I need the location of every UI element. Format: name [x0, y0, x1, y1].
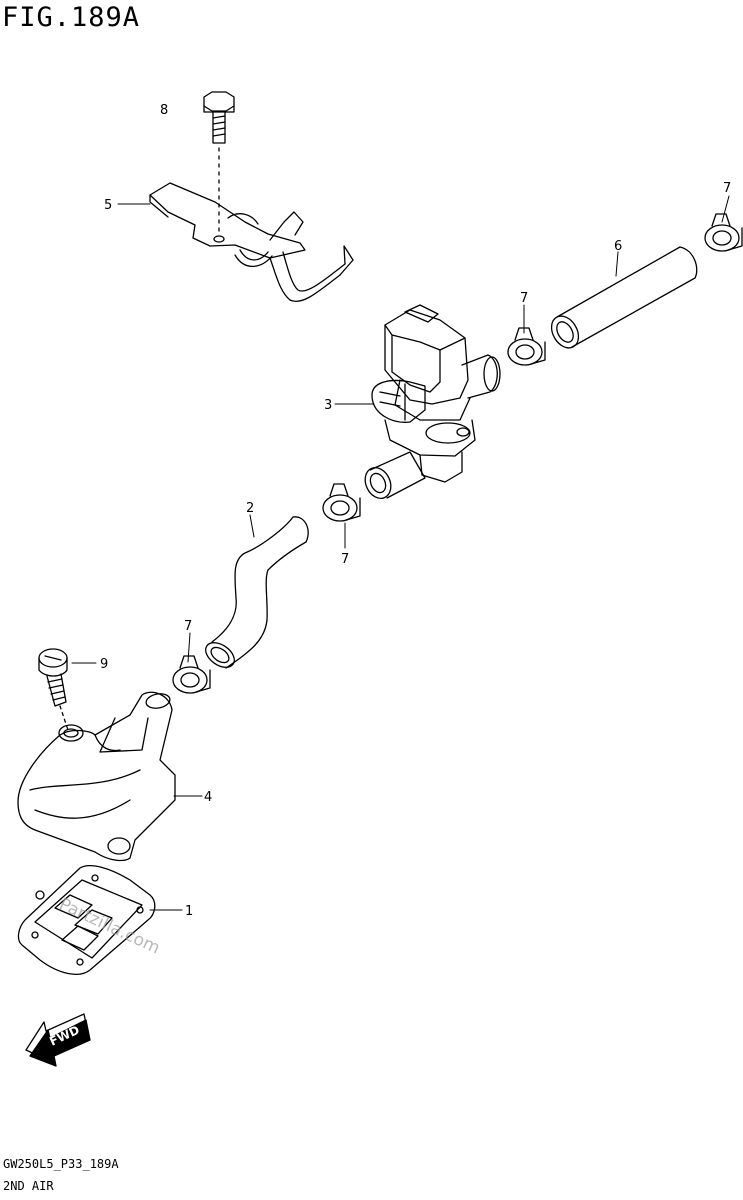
hose-part-6	[550, 246, 698, 349]
clamp-part-7-middle	[322, 483, 361, 522]
callout-label: 8	[160, 103, 168, 118]
callout-label: 4	[204, 790, 212, 805]
callout-label: 3	[324, 398, 332, 413]
bolt-part-8	[203, 91, 235, 236]
figure-code: GW250L5_P33_189A	[3, 1157, 119, 1171]
figure-name: 2ND AIR	[3, 1179, 54, 1193]
callout-label: 9	[100, 657, 108, 672]
clamp-part-7-lower	[172, 655, 211, 694]
callout-label: 6	[614, 239, 622, 254]
hose-part-2	[205, 516, 309, 669]
callout-label: 7	[184, 619, 192, 634]
clamp-part-7-top-right	[704, 213, 743, 252]
callout-label: 7	[723, 181, 731, 196]
callout-label: 5	[104, 198, 112, 213]
callout-label: 1	[185, 904, 193, 919]
bracket-part-5	[149, 182, 354, 302]
clamp-part-7-mid-right	[507, 327, 546, 366]
cover-part-4	[17, 691, 176, 862]
callout-label: 7	[341, 552, 349, 567]
fwd-arrow-icon: FWD	[25, 1013, 91, 1067]
screw-part-9	[38, 648, 69, 731]
figure-title: FIG.189A	[2, 2, 141, 33]
leader-lines	[71, 195, 730, 911]
callout-label: 7	[520, 291, 528, 306]
watermark-text: Partzilla.com	[56, 894, 163, 958]
reed-valve-part-1	[17, 865, 156, 975]
callout-label: 2	[246, 501, 254, 516]
valve-part-3	[364, 304, 501, 500]
